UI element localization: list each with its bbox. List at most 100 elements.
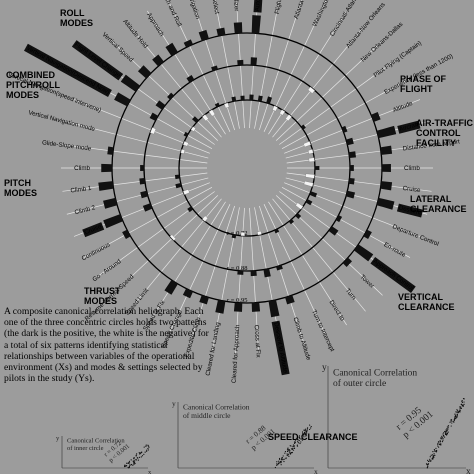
scatter-point: [454, 414, 457, 416]
scatter-point: [433, 453, 435, 455]
scatter-point: [310, 427, 312, 429]
outer-bar: [120, 74, 141, 92]
scatter-point: [440, 437, 442, 439]
variable-label-text: Atlanta-Washington: [293, 0, 316, 20]
group-label-line: MODES: [4, 188, 37, 198]
scatter-point: [133, 458, 135, 460]
scatter-point: [429, 460, 431, 462]
scatter-point: [147, 445, 150, 447]
scatter-point: [461, 400, 463, 403]
middle-bar: [346, 137, 354, 146]
inner-bar: [285, 114, 293, 122]
outer-bar: [182, 288, 193, 299]
scatter-point: [456, 416, 458, 418]
scatter-point: [425, 463, 428, 465]
variable-label: Flight Director: [274, 0, 288, 15]
middle-bar: [349, 165, 354, 171]
scatter-point: [309, 424, 311, 426]
scatter-point: [127, 462, 130, 464]
variable-label: Cruise: [402, 185, 421, 194]
variable-label: Heading Select: [206, 0, 221, 15]
outer-bar: [363, 229, 372, 240]
scatter-point: [281, 457, 283, 459]
scatter-point: [292, 444, 295, 446]
middle-bar: [140, 190, 148, 199]
scatter-point: [140, 456, 142, 458]
scatter-point: [450, 425, 452, 427]
spoke-line: [272, 198, 366, 312]
scatter-point: [450, 419, 453, 421]
group-label-line: LATERAL: [410, 194, 452, 204]
group-label-line: CONTROL: [416, 128, 461, 138]
variable-label-text: Cross at Fix: [253, 325, 262, 359]
inner-bar: [174, 174, 180, 180]
scatter-title-line: Canonical Correlation: [333, 369, 417, 379]
variable-label-text: Altitude Hold: [121, 18, 149, 50]
scatter-point: [438, 446, 440, 448]
spoke-line: [284, 182, 421, 237]
inner-bar: [249, 94, 254, 101]
variable-label-text: Localizer: [231, 0, 240, 12]
scatter-point: [281, 459, 283, 461]
scatter-point: [136, 453, 138, 455]
scatter-stats: r = 0.95p < 0.001: [395, 405, 436, 440]
middle-bar: [169, 234, 176, 241]
scatter-point: [434, 454, 436, 456]
outer-bar: [165, 42, 178, 57]
scatter-point: [286, 454, 288, 457]
variable-label: Turn to Intercept: [310, 309, 336, 353]
scatter-point: [284, 452, 286, 454]
inner-bar: [266, 96, 273, 104]
scatter-point: [460, 407, 462, 410]
outer-bar: [103, 214, 123, 229]
outer-bar: [381, 163, 391, 173]
scatter-point: [127, 467, 130, 469]
variable-label-text: Vertical Navigation mode: [28, 109, 97, 133]
variable-label-text: Approach Control: [372, 258, 415, 292]
variable-label: Glide-Slope mode: [42, 139, 93, 152]
inner-bar: [305, 199, 313, 206]
scatter-point: [276, 461, 278, 463]
middle-bar: [186, 75, 195, 83]
scatter-point: [442, 438, 444, 440]
spoke-line: [167, 0, 231, 132]
scatter-point: [279, 462, 281, 464]
scatter-point: [143, 446, 145, 448]
spoke-line: [263, 204, 327, 337]
scatter-point: [294, 440, 297, 442]
scatter-point: [444, 430, 446, 433]
inner-bar: [180, 149, 185, 154]
inner-bar: [183, 131, 189, 137]
scatter-point: [432, 455, 435, 457]
middle-bar: [346, 190, 356, 199]
variable-label-text: Cleared for Approach: [231, 324, 242, 383]
variable-label-text: Altitude: [392, 100, 414, 114]
scatter-title-line: of outer circle: [333, 378, 386, 389]
inner-bar: [257, 95, 263, 102]
spoke-line: [249, 207, 260, 354]
spoke-line: [279, 58, 398, 145]
scatter-point: [446, 432, 449, 434]
inner-bar: [300, 124, 306, 130]
middle-bar: [237, 270, 244, 275]
spoke-line: [111, 40, 219, 141]
spoke-line: [211, 207, 240, 351]
variable-label: Cleared for Approach: [231, 324, 242, 383]
scatter-point: [433, 450, 436, 452]
variable-label: Approach Control: [370, 257, 416, 293]
spoke-line: [275, 195, 383, 296]
group-label-line: AIR-TRAFFIC: [416, 118, 473, 128]
scatter-point: [455, 417, 457, 419]
outer-bar: [199, 295, 209, 305]
group-label-line: THRUST: [84, 286, 121, 296]
inner-bar: [208, 109, 216, 117]
scatter-point: [135, 459, 137, 461]
variable-label-highlight: [396, 203, 424, 218]
scatter-point: [441, 437, 443, 439]
variable-label: Altitude: [392, 100, 414, 114]
variable-label: Climb 2: [74, 204, 97, 216]
spoke-line: [147, 201, 226, 326]
scatter-point: [278, 460, 280, 462]
variable-label: En-route: [383, 241, 408, 259]
